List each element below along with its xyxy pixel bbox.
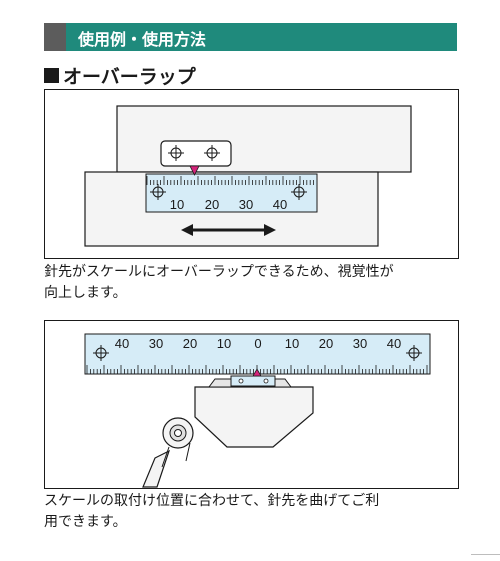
double-arrow-icon [181, 224, 276, 236]
crosshair-icon [291, 184, 307, 200]
caption-line: スケールの取付け位置に合わせて、針先を曲げてご利 [44, 493, 380, 509]
crosshair-icon [406, 345, 422, 361]
scale-labels: 40 30 20 10 0 10 20 30 40 [115, 336, 401, 351]
crosshair-icon [93, 345, 109, 361]
screw-icon [238, 378, 244, 384]
scale-label: 30 [239, 197, 253, 212]
divider [471, 554, 500, 555]
section-title: オーバーラップ [44, 62, 196, 89]
header-mark [44, 23, 66, 51]
scale-label: 10 [217, 336, 231, 351]
scale-label: 0 [254, 336, 261, 351]
header-title: 使用例・使用方法 [78, 30, 207, 49]
figure-bent-needle-drawing: 40 30 20 10 0 10 20 30 40 [84, 333, 431, 488]
figure-bent-needle-panel: 40 30 20 10 0 10 20 30 40 [44, 320, 459, 489]
scale-label: 30 [149, 336, 163, 351]
scale-label: 40 [115, 336, 129, 351]
scale-label: 20 [183, 336, 197, 351]
section-title-text: オーバーラップ [63, 66, 196, 88]
figure-overlap-panel: 10 20 30 40 [44, 89, 459, 259]
pointer-needle [252, 368, 262, 377]
figure-overlap-drawing: 10 20 30 40 [84, 105, 412, 247]
crosshair-icon [168, 145, 184, 161]
screw-icon [263, 378, 269, 384]
scale-label: 10 [285, 336, 299, 351]
mount-bracket [142, 417, 194, 488]
scale-label: 20 [205, 197, 219, 212]
scale-strip [84, 333, 431, 375]
scale-label: 10 [170, 197, 184, 212]
scale-label: 40 [273, 197, 287, 212]
scale-label: 40 [387, 336, 401, 351]
caption-line: 用できます。 [44, 514, 127, 530]
caption-overlap: 針先がスケールにオーバーラップできるため、視覚性が 向上します。 [44, 262, 394, 304]
caption-line: 針先がスケールにオーバーラップできるため、視覚性が [44, 264, 394, 280]
scale-label: 30 [353, 336, 367, 351]
caption-line: 向上します。 [44, 285, 127, 301]
pointer-needle [189, 165, 200, 176]
crosshair-icon [150, 184, 166, 200]
square-bullet-icon [44, 68, 59, 83]
header-bar: 使用例・使用方法 [44, 23, 457, 51]
scale-labels: 10 20 30 40 [170, 197, 287, 212]
indicator-body [194, 386, 314, 448]
caption-bent-needle: スケールの取付け位置に合わせて、針先を曲げてご利 用できます。 [44, 491, 379, 533]
scale-label: 20 [319, 336, 333, 351]
crosshair-icon [204, 145, 220, 161]
scale-ticks [86, 365, 428, 374]
scale-ticks [146, 176, 315, 185]
